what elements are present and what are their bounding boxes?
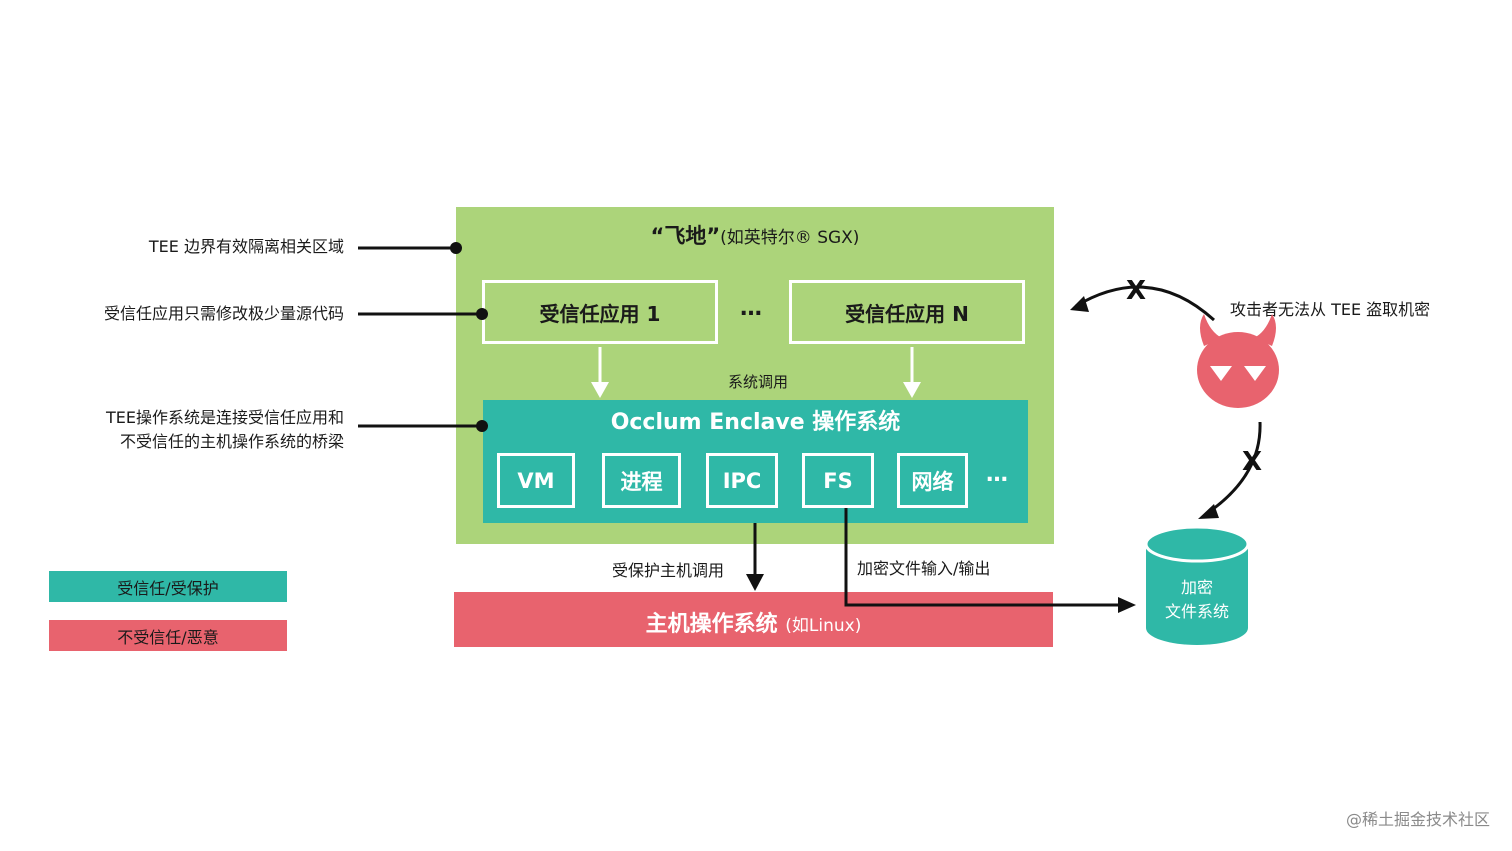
- host-os-title: 主机操作系统 (如Linux): [454, 606, 1053, 638]
- encrypted-io-arrow: [844, 508, 1136, 613]
- watermark: @稀土掘金技术社区: [1345, 810, 1490, 829]
- legend-untrusted-label: 不受信任/恶意: [117, 627, 219, 647]
- trusted-app-n-label: 受信任应用 N: [845, 301, 969, 326]
- module-network: 网络: [897, 453, 968, 508]
- legend-trusted: 受信任/受保护: [49, 571, 287, 602]
- attack-arc-storage: [1198, 421, 1262, 519]
- attacker-label: 攻击者无法从 TEE 盗取机密: [1230, 300, 1431, 319]
- bridge-annotation-line2: 不受信任的主机操作系统的桥梁: [119, 432, 344, 451]
- module-vm: VM: [497, 453, 575, 508]
- modules-ellipsis: …: [986, 462, 1008, 487]
- cylinder-icon: [1144, 525, 1250, 645]
- protected-call-arrow: [746, 523, 764, 591]
- module-ipc: IPC: [706, 453, 778, 508]
- module-network-label: 网络: [911, 469, 954, 494]
- boundary-annotation: TEE 边界有效隔离相关区域: [148, 237, 344, 256]
- storage-label-line1: 加密: [1180, 578, 1213, 597]
- storage-label: 加密 文件系统: [1146, 576, 1248, 624]
- attack-arc-enclave: [1070, 285, 1216, 322]
- storage-label-line2: 文件系统: [1164, 602, 1229, 621]
- module-fs: FS: [802, 453, 874, 508]
- minimal-change-annotation: 受信任应用只需修改极少量源代码: [103, 304, 344, 323]
- apps-ellipsis: …: [740, 296, 762, 321]
- host-os-title-sub: (如Linux): [785, 616, 862, 636]
- encrypted-io-label: 加密文件输入/输出: [857, 559, 991, 578]
- module-process-label: 进程: [620, 469, 663, 494]
- blocked-mark-storage: X: [1242, 447, 1262, 477]
- trusted-app-1-label: 受信任应用 1: [539, 301, 661, 326]
- module-process: 进程: [602, 453, 681, 508]
- enclave-os-title: Occlum Enclave 操作系统: [610, 410, 901, 435]
- enclave-title: “飞地”(如英特尔® SGX): [456, 220, 1054, 250]
- trusted-app-n: 受信任应用 N: [789, 280, 1025, 344]
- bridge-annotation-line1: TEE操作系统是连接受信任应用和: [106, 408, 344, 427]
- module-fs-label: FS: [823, 468, 853, 493]
- host-os-box: [454, 592, 1053, 647]
- enclave-title-sub: (如英特尔® SGX): [720, 228, 860, 248]
- enclave-title-main: “飞地”: [650, 224, 721, 248]
- legend-untrusted: 不受信任/恶意: [49, 620, 287, 651]
- protected-call-label: 受保护主机调用: [612, 561, 725, 580]
- legend-trusted-label: 受信任/受保护: [117, 578, 219, 598]
- module-vm-label: VM: [517, 468, 555, 493]
- blocked-mark-enclave: X: [1126, 276, 1146, 306]
- module-ipc-label: IPC: [722, 468, 762, 493]
- devil-icon: [1197, 314, 1279, 408]
- syscall-arrows: [591, 347, 921, 398]
- host-os-title-main: 主机操作系统: [645, 612, 778, 637]
- annotation-connectors: [358, 242, 488, 432]
- syscall-label: 系统调用: [727, 373, 788, 391]
